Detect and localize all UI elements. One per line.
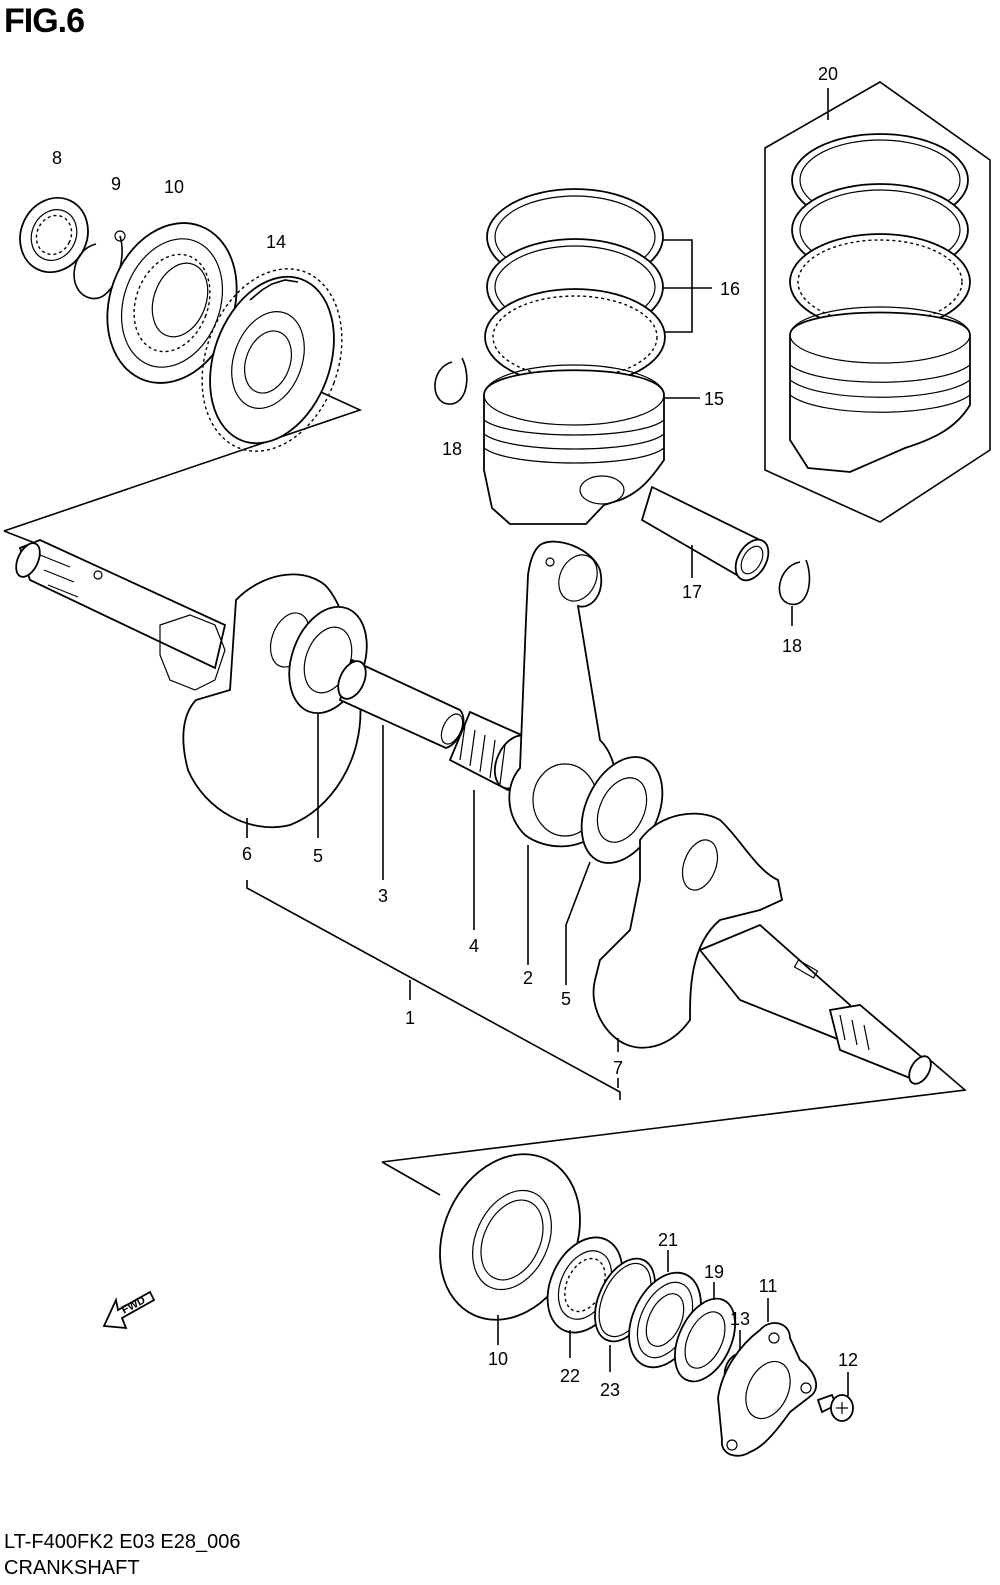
bearing-10-upper: [106, 222, 238, 384]
gear-14: [201, 268, 343, 452]
model-code: LT-F400FK2 E03 E28_006: [4, 1531, 241, 1553]
fwd-arrow-icon: FWD: [102, 1290, 156, 1330]
crank-shaft-right: [698, 923, 932, 1085]
piston-rings-16: [484, 188, 712, 386]
fwd-label: FWD: [120, 1294, 148, 1316]
piston-pin-17: [640, 485, 770, 582]
callout-14: 14: [266, 232, 286, 252]
circlip-18-lower: [778, 559, 811, 626]
figure-caption: CRANKSHAFT: [4, 1557, 140, 1579]
figure-title: FIG.6: [4, 2, 85, 40]
piston-kit-20: [789, 88, 971, 473]
crankshaft-assembly-bracket: [246, 880, 621, 1100]
spacer-19: [674, 1282, 736, 1383]
piston-15: [483, 364, 700, 525]
callout-7: 7: [613, 1058, 623, 1078]
callout-1: 1: [405, 1008, 415, 1028]
crank-web-7: [592, 812, 784, 1052]
callout-12: 12: [838, 1350, 858, 1370]
callout-20: 20: [818, 64, 838, 84]
crank-pin-3: [337, 658, 465, 880]
callout-9: 9: [111, 174, 121, 194]
callout-3: 3: [378, 886, 388, 906]
callout-22: 22: [560, 1366, 580, 1386]
callout-13: 13: [730, 1309, 750, 1329]
callout-11: 11: [759, 1276, 778, 1296]
callout-6: 6: [242, 844, 252, 864]
callout-2: 2: [523, 968, 533, 988]
callout-4: 4: [469, 936, 479, 956]
conrod-2: [508, 540, 617, 965]
bearing-8: [19, 196, 89, 274]
callout-23: 23: [600, 1380, 620, 1400]
callout-21: 21: [658, 1230, 678, 1250]
circlip-18-upper: [434, 357, 468, 405]
callout-8: 8: [52, 148, 62, 168]
retainer-plate-11: [717, 1298, 817, 1457]
callout-17: 17: [682, 582, 702, 602]
callout-19: 19: [704, 1262, 724, 1282]
callout-labels: 1 2 3 4 5 5 6 7 8 9 10 10 11 12 13 14 15…: [52, 64, 858, 1400]
callout-15: 15: [704, 389, 724, 409]
crank-shaft-left: [15, 539, 227, 691]
callout-10-upper: 10: [164, 177, 184, 197]
circlip-9: [73, 230, 126, 300]
callout-5-right: 5: [561, 989, 571, 1009]
callout-18-upper: 18: [442, 439, 462, 459]
callout-5-left: 5: [313, 846, 323, 866]
callout-16: 16: [720, 279, 740, 299]
callout-18-lower: 18: [782, 636, 802, 656]
screw-12: [816, 1372, 854, 1422]
callout-10-lower: 10: [488, 1349, 508, 1369]
